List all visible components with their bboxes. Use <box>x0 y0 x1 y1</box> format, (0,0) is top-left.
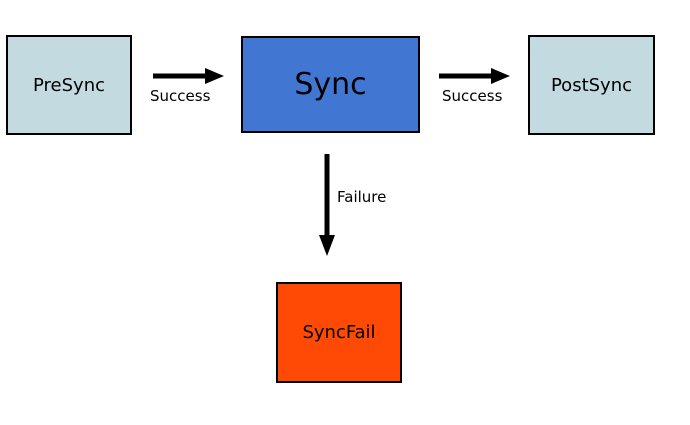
syncfail-node: SyncFail <box>276 282 402 383</box>
arrowhead-presync-to-sync <box>205 68 224 84</box>
sync-node: Sync <box>241 36 420 133</box>
arrowhead-sync-to-syncfail <box>319 235 335 256</box>
sync-label: Sync <box>294 67 367 102</box>
syncfail-label: SyncFail <box>302 322 376 343</box>
postsync-label: PostSync <box>550 74 633 96</box>
arrowhead-sync-to-postsync <box>491 68 510 84</box>
presync-node: PreSync <box>6 35 132 135</box>
edge-label-presync-sync: Success <box>150 87 211 105</box>
edge-label-sync-postsync: Success <box>442 87 503 105</box>
presync-label: PreSync <box>33 74 105 96</box>
edge-label-sync-syncfail: Failure <box>337 188 387 206</box>
postsync-node: PostSync <box>528 35 655 135</box>
